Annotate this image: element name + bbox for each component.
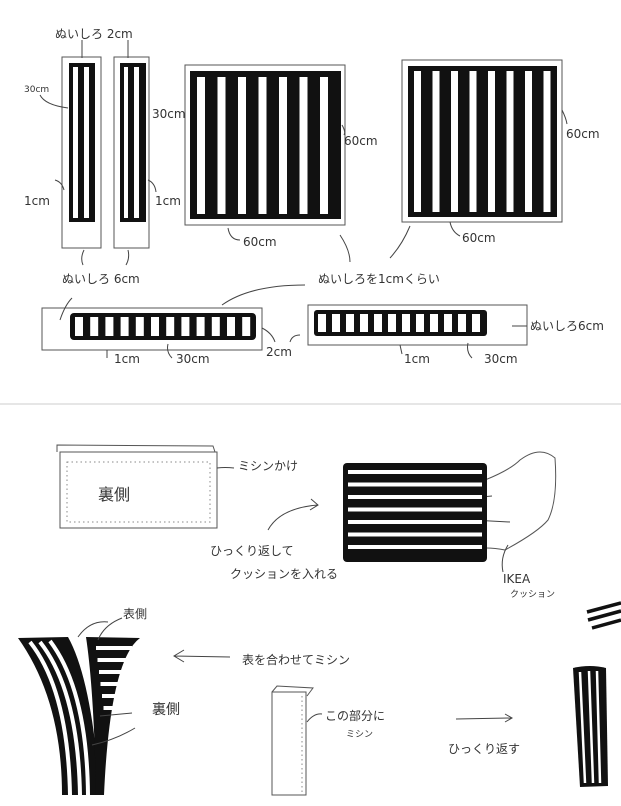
square1-height: 60cm xyxy=(344,134,378,148)
stripe xyxy=(451,71,458,212)
stripe xyxy=(430,314,438,332)
stripe xyxy=(242,317,251,336)
turn-over-label: ひっくり返す xyxy=(448,742,520,756)
turn-over-line1: ひっくり返して xyxy=(210,544,294,558)
stripe xyxy=(90,317,99,336)
long2-seam-6cm: ぬいしろ6cm xyxy=(530,319,604,333)
stripe xyxy=(346,314,354,332)
stripe xyxy=(96,646,132,650)
stripe xyxy=(197,77,205,214)
stripe xyxy=(348,470,482,474)
square1-width: 60cm xyxy=(243,235,277,249)
dim-1cm-left: 1cm xyxy=(24,194,50,208)
stripe xyxy=(543,71,551,212)
arrow-icon xyxy=(267,498,319,531)
stripe xyxy=(238,77,246,214)
seam-allowance-label: ぬいしろ 2cm xyxy=(55,27,133,41)
ikea-label: IKEA xyxy=(503,572,531,586)
stripe xyxy=(332,314,340,332)
back-side-label: 裏側 xyxy=(98,485,130,504)
stripe xyxy=(414,71,421,212)
arrow-left-icon xyxy=(173,649,231,663)
stripe xyxy=(151,317,159,336)
stripe xyxy=(444,314,452,332)
stripe xyxy=(318,314,326,332)
stripe xyxy=(258,77,267,214)
stripe xyxy=(360,314,368,332)
stripe xyxy=(166,317,175,336)
stripe xyxy=(320,77,328,214)
stripe xyxy=(100,682,122,686)
dim-30cm-left: 30cm xyxy=(24,85,49,95)
stripe xyxy=(227,317,235,336)
square2-width: 60cm xyxy=(462,231,496,245)
stripe xyxy=(102,694,118,698)
stripe xyxy=(99,670,125,674)
stripe xyxy=(402,314,410,332)
long-strip-1 xyxy=(41,307,263,351)
stripe xyxy=(348,520,482,524)
stripe xyxy=(279,77,287,214)
seam-6cm-label: ぬいしろ 6cm xyxy=(62,272,140,286)
stripe xyxy=(196,317,205,336)
stripe xyxy=(374,314,382,332)
narrow-strip-2 xyxy=(113,56,150,249)
stripe-fabric xyxy=(69,63,95,222)
square-panel-2 xyxy=(401,59,563,223)
stripe xyxy=(75,317,83,336)
front-side-label: 表側 xyxy=(123,607,147,621)
stripe xyxy=(525,71,532,212)
stripe xyxy=(217,77,226,214)
stripe xyxy=(135,317,144,336)
stripe xyxy=(469,71,477,212)
stripe xyxy=(388,314,396,332)
long2-1cm: 1cm xyxy=(404,352,430,366)
sew-faces-label: 表を合わせてミシン xyxy=(242,652,350,667)
back-side-label-2: 裏側 xyxy=(152,701,180,718)
sewing-label: ミシンかけ xyxy=(238,459,298,473)
turn-over-line2: クッションを入れる xyxy=(230,567,338,581)
stripe xyxy=(432,71,440,212)
folded-fabric xyxy=(56,444,218,529)
stripe xyxy=(458,314,466,332)
stripe xyxy=(181,317,190,336)
seam-1cm-label: ぬいしろを1cmくらい xyxy=(318,272,440,286)
long1-30cm: 30cm xyxy=(176,352,210,366)
stripe xyxy=(488,71,495,212)
this-part-label: この部分に xyxy=(325,708,385,723)
long2-30cm: 30cm xyxy=(484,352,518,366)
sew-here-label: ミシン xyxy=(346,730,373,740)
folded-strip xyxy=(271,685,314,796)
stripe xyxy=(348,545,482,549)
stripe xyxy=(97,658,129,662)
square2-height: 60cm xyxy=(566,127,600,141)
stripe xyxy=(506,71,514,212)
stripe xyxy=(472,314,480,332)
stripe xyxy=(105,317,114,336)
stripe xyxy=(348,482,482,487)
narrow-strip-1 xyxy=(61,56,102,249)
stripe xyxy=(103,706,115,710)
stripe xyxy=(416,314,424,332)
stripe xyxy=(211,317,220,336)
long-strip-2 xyxy=(307,304,528,346)
long1-1cm: 1cm xyxy=(114,352,140,366)
y-shaped-seam xyxy=(18,637,140,796)
corner-stripes xyxy=(586,601,621,630)
cushion-label: クッション xyxy=(510,589,555,600)
stripe xyxy=(299,77,308,214)
striped-cushion-cover xyxy=(343,463,487,562)
stripe xyxy=(348,495,482,499)
stripe xyxy=(348,507,482,512)
dim-1cm-right: 1cm xyxy=(155,194,181,208)
dim-30cm-right: 30cm xyxy=(152,107,186,121)
stripe xyxy=(120,317,129,336)
square-panel-1 xyxy=(184,64,346,226)
gap-2cm: 2cm xyxy=(266,345,292,359)
arrow-right-icon xyxy=(455,713,514,723)
finished-tube xyxy=(573,666,608,787)
stripe xyxy=(348,532,482,537)
